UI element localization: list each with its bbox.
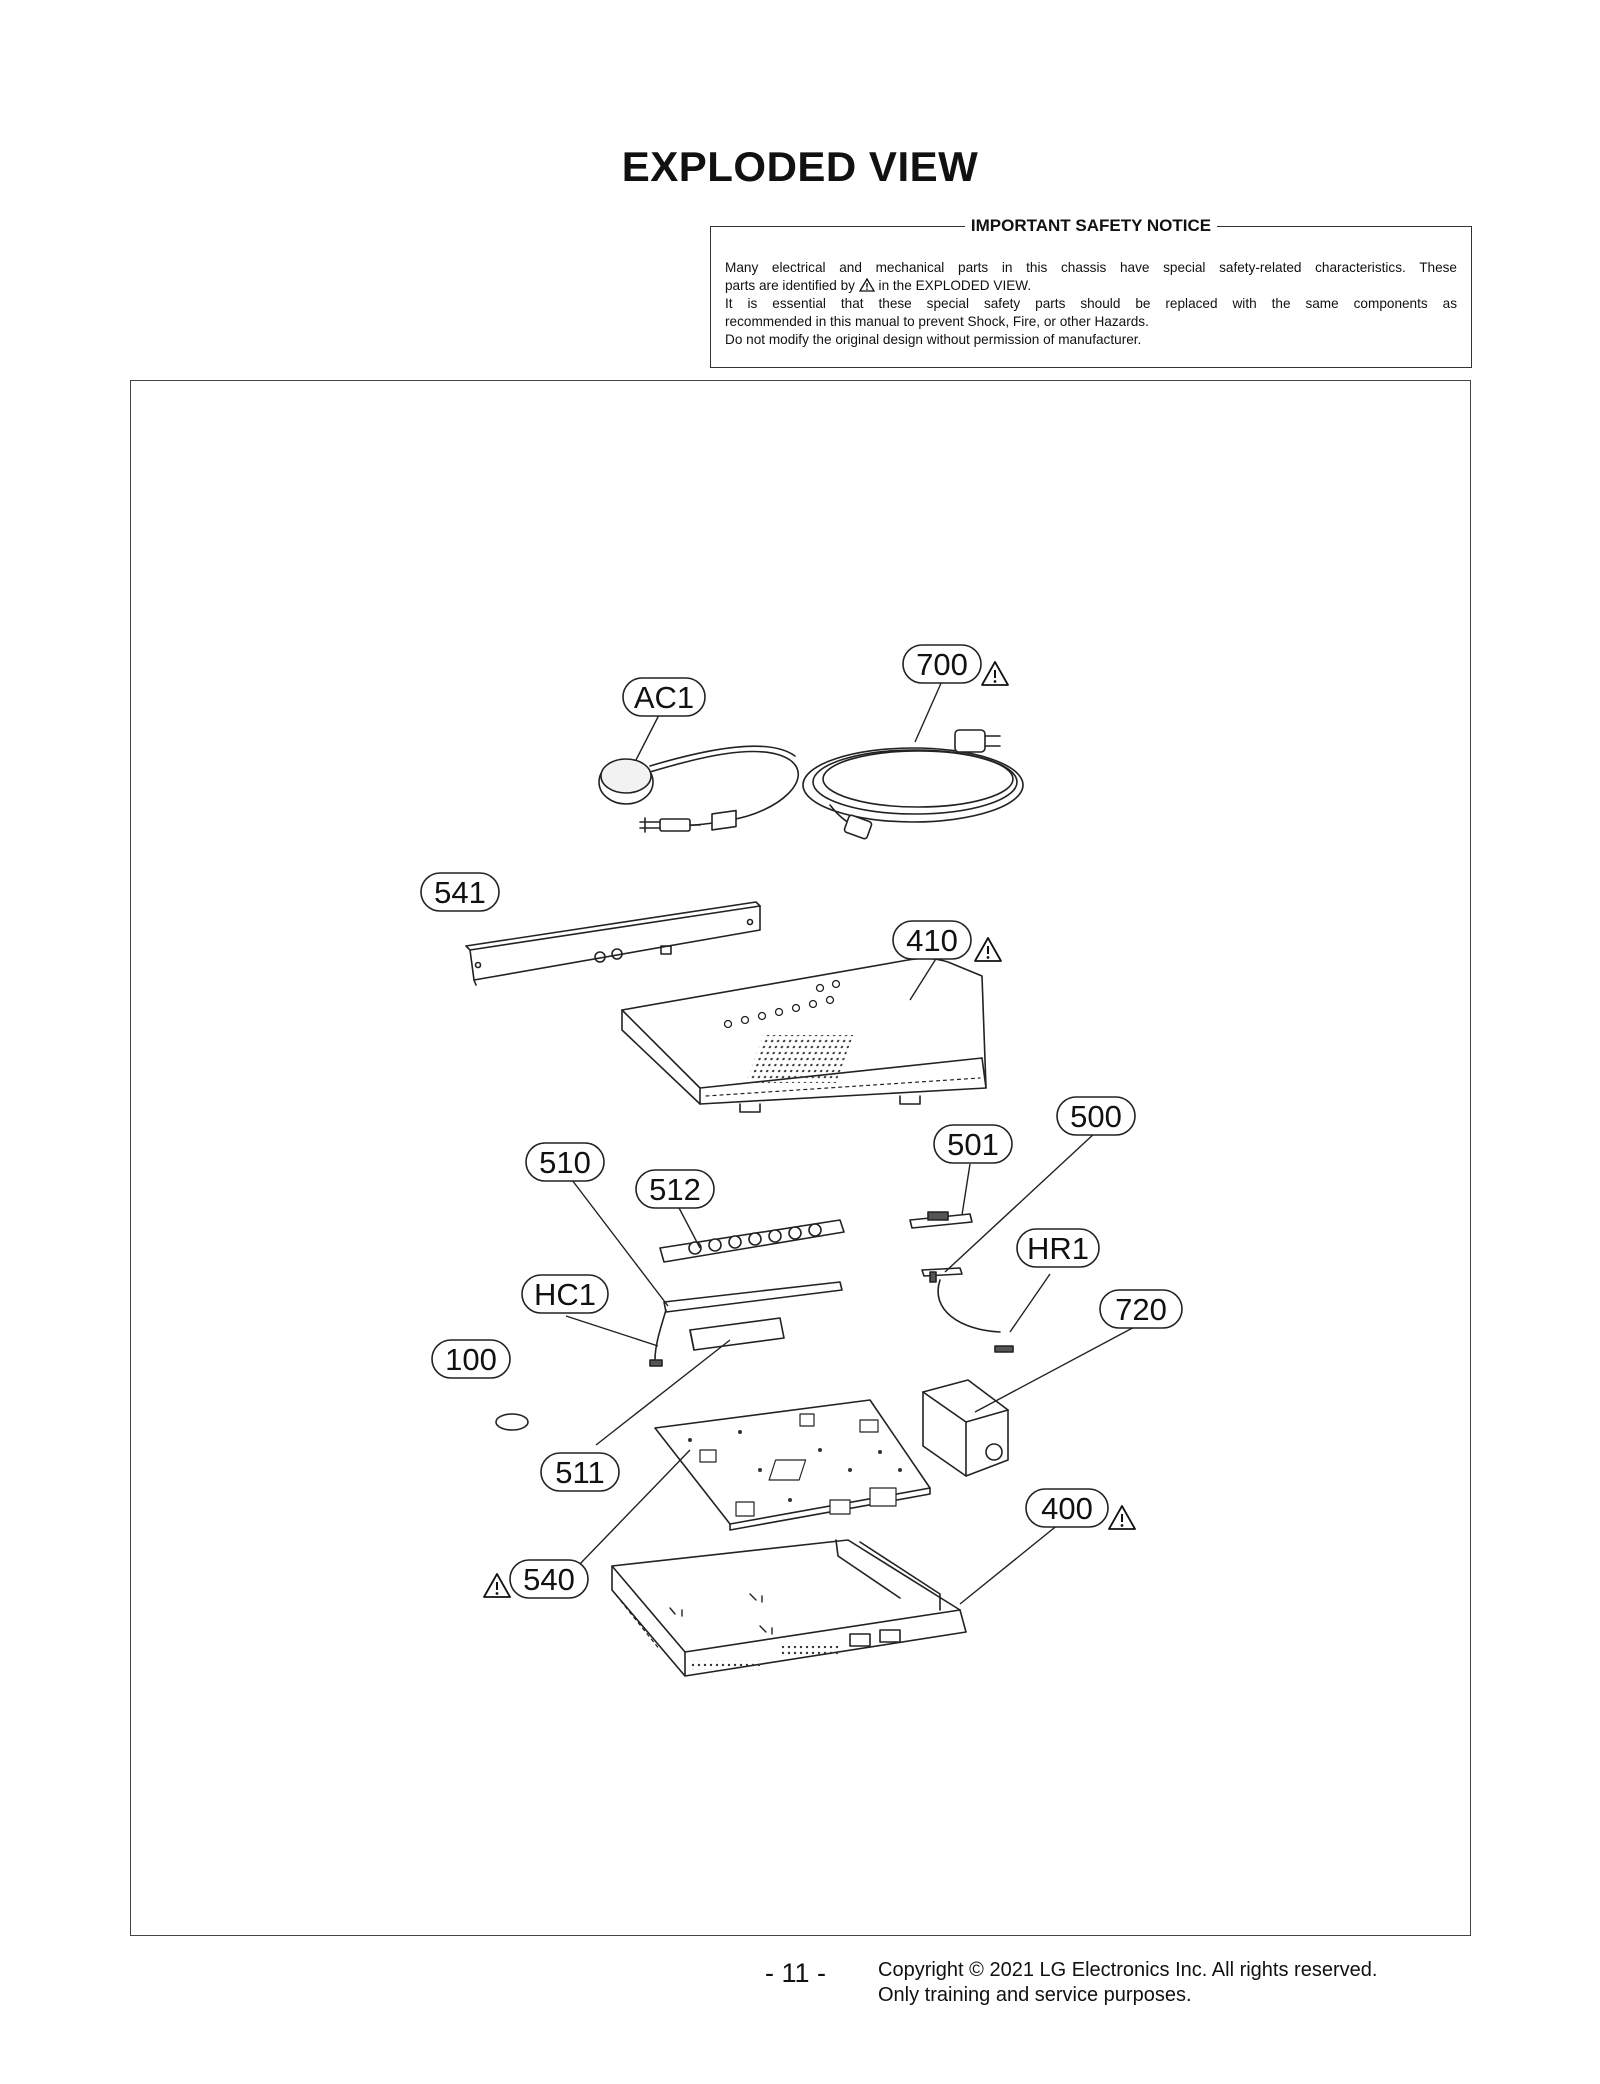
warning-triangle-icon — [981, 661, 1009, 686]
copyright-line-2: Only training and service purposes. — [878, 1984, 1192, 2006]
callout-501 — [933, 1124, 1013, 1164]
callout-hc1 — [521, 1274, 609, 1314]
safety-notice-heading: IMPORTANT SAFETY NOTICE — [964, 216, 1218, 235]
callout-510 — [525, 1142, 605, 1182]
leader-lines — [565, 680, 1141, 1605]
callout-400-label: 400 — [1041, 1491, 1093, 1526]
notice-line-5: Do not modify the original design withou… — [725, 332, 1142, 347]
callout-511-label: 511 — [555, 1455, 604, 1490]
part-720-power-adapter — [922, 1379, 1009, 1477]
callout-700 — [902, 644, 982, 684]
part-100-label — [495, 1413, 529, 1431]
callout-100 — [431, 1339, 511, 1379]
part-541-front-bracket — [465, 809, 761, 986]
callout-540-label: 540 — [523, 1562, 575, 1597]
callout-ac1-label: AC1 — [634, 680, 694, 715]
callout-100-label: 100 — [445, 1342, 497, 1377]
part-510-key-pcb — [663, 1281, 843, 1313]
page-number: - 11 - — [765, 1958, 827, 1988]
notice-line-1: Many electrical and mechanical parts in … — [725, 260, 1457, 275]
callout-hc1-label: HC1 — [534, 1277, 596, 1312]
callout-410 — [892, 920, 972, 960]
callout-510-label: 510 — [539, 1145, 591, 1180]
callout-720 — [1099, 1289, 1183, 1329]
notice-line-3: It is essential that these special safet… — [725, 296, 1457, 311]
exploded-view-frame — [130, 380, 1471, 1936]
callout-500-label: 500 — [1070, 1099, 1122, 1134]
callout-410-label: 410 — [906, 923, 958, 958]
part-512-key-board — [659, 1219, 845, 1263]
callout-540 — [509, 1559, 589, 1599]
callout-501-label: 501 — [947, 1127, 999, 1162]
callout-hr1-label: HR1 — [1027, 1231, 1089, 1266]
part-hc1-cable — [649, 1309, 667, 1367]
callout-720-label: 720 — [1115, 1292, 1167, 1327]
part-400-bottom-chassis — [611, 1539, 967, 1677]
callout-512 — [635, 1169, 715, 1209]
part-540-main-board — [654, 1399, 931, 1531]
callout-500 — [1056, 1096, 1136, 1136]
part-501-small-board — [909, 1211, 973, 1229]
part-410-top-cover — [621, 957, 987, 1113]
notice-line-4: recommended in this manual to prevent Sh… — [725, 314, 1149, 329]
part-hr1-cable — [937, 1279, 1014, 1353]
warning-triangle-icon — [483, 1573, 511, 1598]
part-500-sensor-board — [921, 1267, 963, 1283]
part-511-key-bracket — [689, 1317, 785, 1351]
warning-triangle-icon — [1108, 1505, 1136, 1530]
page-title: EXPLODED VIEW — [621, 143, 979, 190]
callout-400 — [1025, 1488, 1109, 1528]
safety-notice-body: Many electrical and mechanical parts in … — [725, 259, 1457, 349]
part-ac1-ir-receiver — [598, 745, 800, 833]
notice-line-2a: parts are identified by — [725, 278, 855, 293]
notice-line-2b: in the EXPLODED VIEW. — [878, 278, 1032, 293]
copyright-notice: Copyright © 2021 LG Electronics Inc. All… — [878, 1958, 1377, 2008]
callout-700-label: 700 — [916, 647, 968, 682]
copyright-line-1: Copyright © 2021 LG Electronics Inc. All… — [878, 1959, 1378, 1981]
warning-triangle-icon — [974, 937, 1002, 962]
callout-511 — [540, 1452, 620, 1492]
warning-triangle-icon — [858, 278, 875, 292]
callout-hr1 — [1016, 1228, 1100, 1268]
callout-541 — [420, 872, 500, 912]
callout-541-label: 541 — [434, 875, 486, 910]
notice-line-2: parts are identified by in the EXPLODED … — [725, 277, 1457, 295]
callout-512-label: 512 — [649, 1172, 701, 1207]
part-700-power-cord — [802, 729, 1024, 840]
safety-notice-box: IMPORTANT SAFETY NOTICE Many electrical … — [710, 216, 1472, 368]
callout-ac1 — [622, 677, 706, 717]
